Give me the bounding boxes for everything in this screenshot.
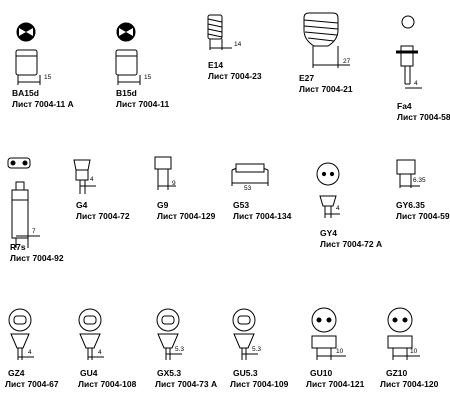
gu10-sheet: Лист 7004-121	[306, 379, 365, 389]
gz4-code: GZ4	[8, 368, 25, 378]
gz4-base-icon	[8, 308, 34, 360]
gx53-dimension: 5.3	[175, 346, 185, 353]
gu4-dimension: 4	[98, 349, 102, 356]
fa4-code: Fa4	[397, 101, 412, 111]
gx53-code: GX5.3	[157, 368, 182, 378]
fa4-dimension: 4	[414, 80, 418, 87]
fa4-sheet: Лист 7004-58	[397, 112, 450, 122]
gz10-sheet: Лист 7004-120	[380, 379, 439, 389]
b15d-code: B15d	[116, 88, 137, 98]
gy4-sheet: Лист 7004-72 A	[320, 239, 383, 249]
g4-base-icon	[73, 159, 96, 194]
gu4-sheet: Лист 7004-108	[78, 379, 137, 389]
gy635-dimension: 6.35	[413, 177, 426, 184]
gu4-base-icon	[78, 308, 104, 360]
e27-base-icon	[303, 12, 350, 68]
g53-code: G53	[233, 200, 250, 210]
fa4-base-icon	[396, 15, 422, 89]
gu10-dimension: 10	[336, 348, 344, 355]
ba15d-base-icon	[15, 22, 41, 85]
gu10-code: GU10	[310, 368, 333, 378]
gu4-code: GU4	[80, 368, 98, 378]
gy635-code: GY6.35	[396, 200, 425, 210]
e27-code: E27	[299, 73, 315, 83]
g9-dimension: 9	[172, 180, 176, 187]
b15d-base-icon	[115, 22, 141, 85]
g4-sheet: Лист 7004-72	[76, 211, 130, 221]
e14-dimension: 14	[234, 41, 242, 48]
gy635-sheet: Лист 7004-59	[396, 211, 450, 221]
r7s-base-icon	[7, 157, 40, 248]
gy635-base-icon	[396, 159, 420, 188]
e27-dimension: 27	[343, 58, 351, 65]
r7s-sheet: Лист 7004-92	[10, 253, 64, 263]
gx53-base-icon	[156, 308, 182, 360]
b15d-sheet: Лист 7004-11	[116, 99, 170, 109]
e14-sheet: Лист 7004-23	[208, 71, 262, 81]
g9-sheet: Лист 7004-129	[157, 211, 216, 221]
g9-code: G9	[157, 200, 169, 210]
gz10-code: GZ10	[386, 368, 408, 378]
gu53-base-icon	[232, 308, 258, 360]
gu53-dimension: 5.3	[252, 346, 262, 353]
gz10-dimension: 10	[410, 348, 418, 355]
gy4-dimension: 4	[336, 205, 340, 212]
g53-sheet: Лист 7004-134	[233, 211, 292, 221]
g4-dimension: 4	[90, 176, 94, 183]
gy4-base-icon	[316, 162, 340, 218]
gu53-sheet: Лист 7004-109	[230, 379, 289, 389]
ba15d-dimension: 15	[44, 74, 52, 81]
gz4-dimension: 4	[28, 349, 32, 356]
r7s-code: R7s	[10, 242, 26, 252]
e14-code: E14	[208, 60, 224, 70]
e27-sheet: Лист 7004-21	[299, 84, 353, 94]
g9-base-icon	[154, 156, 176, 190]
b15d-dimension: 15	[144, 74, 152, 81]
g4-code: G4	[76, 200, 88, 210]
e14-base-icon	[207, 14, 232, 50]
gu53-code: GU5.3	[233, 368, 258, 378]
g53-dimension: 53	[244, 185, 252, 192]
gx53-sheet: Лист 7004-73 A	[155, 379, 218, 389]
gy4-code: GY4	[320, 228, 338, 238]
gu10-base-icon	[311, 307, 346, 360]
gz10-base-icon	[387, 307, 420, 360]
ba15d-sheet: Лист 7004-11 A	[12, 99, 74, 109]
gz4-sheet: Лист 7004-67	[5, 379, 59, 389]
r7s-dimension: 7	[32, 228, 36, 235]
g53-base-icon	[231, 163, 269, 186]
ba15d-code: BA15d	[12, 88, 39, 98]
